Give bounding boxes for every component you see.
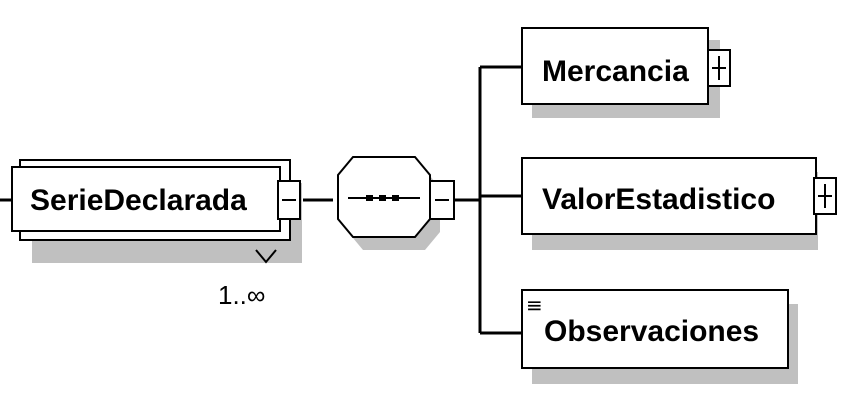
repeat-indicator-icon	[255, 249, 277, 264]
sequence-dot-2	[379, 195, 386, 201]
child-box	[521, 289, 789, 369]
sequence-dot-3	[392, 195, 399, 201]
sequence-dot-1	[366, 195, 373, 201]
child-element-mercancia[interactable]: Mercancia	[521, 27, 731, 118]
child-element-valorestadistico[interactable]: ValorEstadistico	[521, 157, 837, 250]
sequence-compositor[interactable]	[337, 156, 455, 250]
child-label-observaciones: Observaciones	[544, 315, 759, 348]
collapse-toggle-root[interactable]	[277, 180, 301, 220]
child-element-observaciones[interactable]: ≡ Observaciones	[521, 289, 798, 384]
collapse-toggle-compositor[interactable]	[429, 180, 455, 220]
connector-lines	[0, 65, 522, 335]
child-label-mercancia: Mercancia	[542, 55, 689, 88]
root-element-box	[11, 166, 281, 232]
child-label-valorestadistico: ValorEstadistico	[542, 183, 775, 216]
expand-toggle-valorestadistico[interactable]	[813, 177, 837, 215]
cardinality-label: 1..∞	[218, 280, 265, 310]
child-box	[521, 157, 817, 235]
annotation-icon: ≡	[526, 293, 543, 317]
root-element-label: SerieDeclarada	[30, 184, 247, 217]
root-element[interactable]: SerieDeclarada 1..∞	[11, 159, 302, 310]
expand-toggle-mercancia[interactable]	[707, 49, 731, 87]
